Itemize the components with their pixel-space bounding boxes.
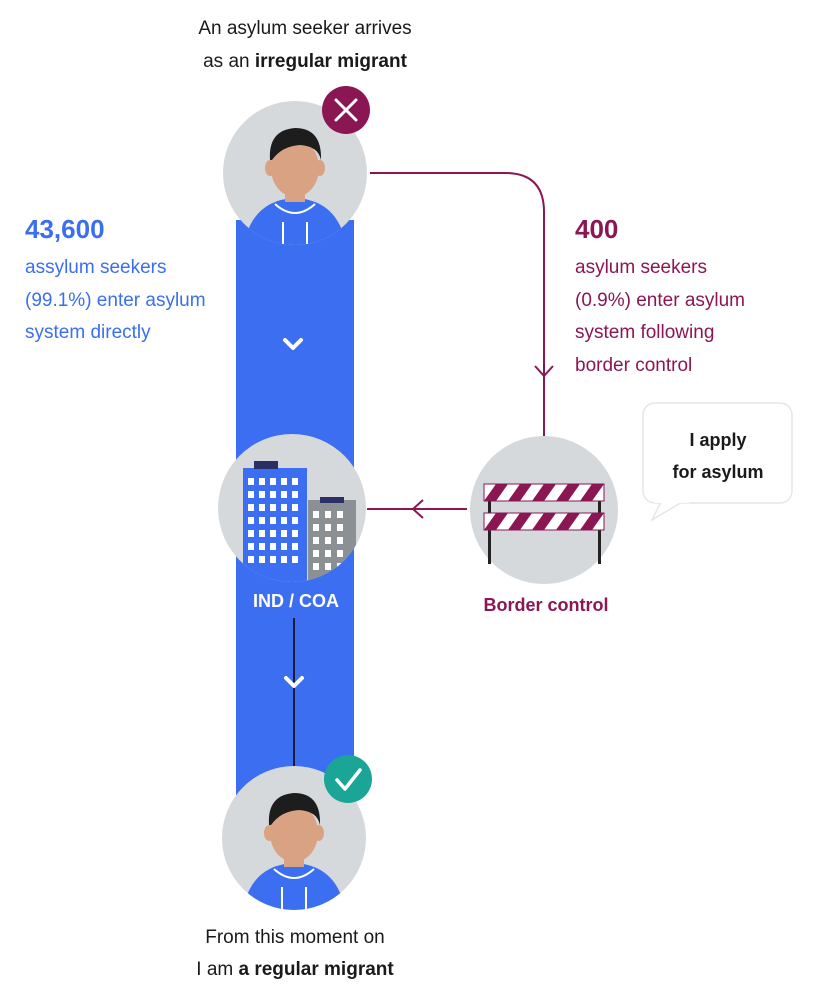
speech-bubble-line2: for asylum: [672, 462, 764, 482]
left-stat-line1: assylum seekers: [25, 257, 167, 278]
ind-coa-label: IND / COA: [252, 591, 339, 611]
bottom-caption-line2: I am a regular migrant: [150, 954, 440, 986]
left-stat-line3: system directly: [25, 322, 151, 343]
right-stat-line1: asylum seekers: [575, 257, 707, 278]
left-stat-description: assylum seekers (99.1%) enter asylum sys…: [25, 252, 245, 350]
top-caption-line2: as an irregular migrant: [140, 45, 470, 78]
speech-bubble: [642, 402, 793, 522]
building-icon: [218, 434, 366, 582]
right-stat-number: 400: [575, 214, 619, 244]
top-caption-line1: An asylum seeker arrives: [198, 18, 412, 39]
speech-bubble-text: I apply for asylum: [652, 424, 784, 488]
right-stat-line2: (0.9%) enter asylum: [575, 289, 746, 311]
chevron-down-icon: [284, 676, 304, 688]
bottom-caption: From this moment on I am a regular migra…: [150, 922, 440, 986]
left-stat-number: 43,600: [25, 214, 105, 244]
left-stat-line2: (99.1%) enter asylum: [25, 289, 206, 311]
check-icon: [324, 755, 372, 803]
right-stat-description: asylum seekers (0.9%) enter asylum syste…: [575, 252, 795, 382]
speech-bubble-line1: I apply: [689, 430, 747, 450]
bottom-caption-prefix: I am: [196, 959, 239, 980]
bottom-caption-line1: From this moment on: [205, 927, 385, 948]
chevron-down-icon: [283, 338, 303, 350]
right-stat-line4: border control: [575, 354, 693, 376]
cross-icon: [322, 86, 370, 134]
bottom-caption-bold: a regular migrant: [238, 959, 394, 980]
top-caption-prefix: as an: [203, 51, 255, 72]
right-stat-line3: system following: [575, 322, 715, 343]
top-caption-bold: irregular migrant: [254, 51, 407, 72]
barrier-icon: [470, 436, 618, 584]
arrow-left-icon: [412, 499, 424, 519]
person-icon: [222, 766, 366, 910]
person-icon: [223, 101, 367, 245]
top-caption: An asylum seeker arrives as an irregular…: [140, 12, 470, 78]
border-route-line: [370, 172, 545, 436]
border-control-label: Border control: [483, 595, 609, 615]
chevron-down-icon: [534, 365, 554, 377]
